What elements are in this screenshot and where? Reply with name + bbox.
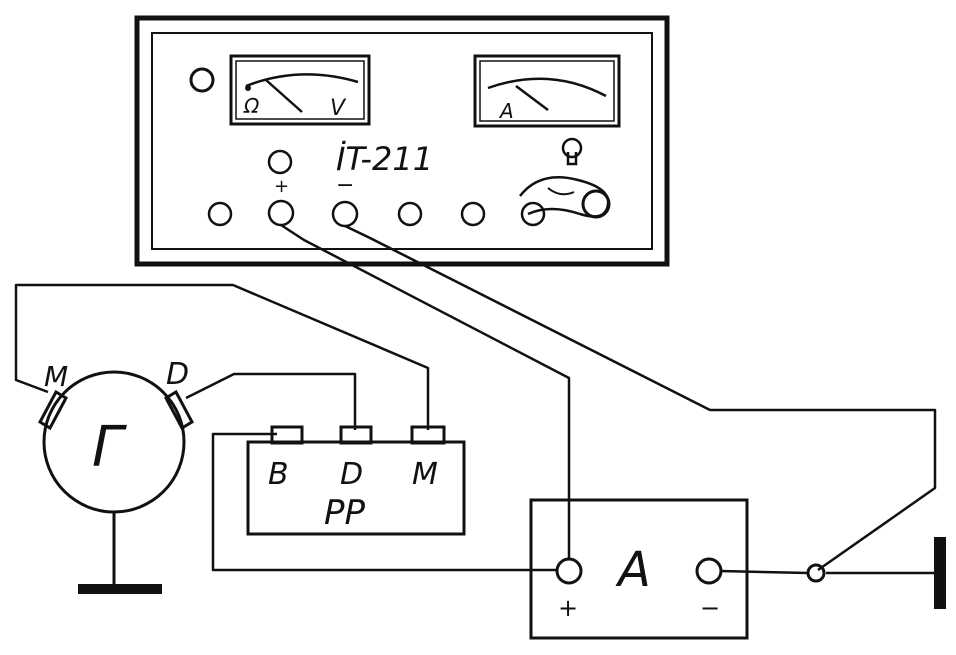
- regulator-terminal-b-label: B: [268, 457, 289, 492]
- regulator-terminal-d: [339, 425, 373, 445]
- wire-tester-plus-to-battery-plus: [280, 223, 571, 560]
- ohm-label: Ω: [243, 94, 260, 118]
- generator: Г M D: [38, 357, 194, 594]
- regulator-terminal-m: [410, 425, 446, 445]
- battery-terminal-minus[interactable]: [695, 557, 723, 585]
- tester-terminal-6[interactable]: [520, 201, 546, 227]
- tester-panel: Ω V A İT-211 + −: [134, 15, 670, 267]
- regulator-terminal-d-label: D: [340, 457, 363, 492]
- tester-indicator-lamp: [189, 67, 215, 93]
- battery-terminal-plus[interactable]: [555, 557, 583, 585]
- wires: [14, 223, 938, 575]
- ammeter: A: [473, 54, 621, 128]
- battery-symbol: A: [615, 542, 651, 598]
- generator-ground-symbol: [78, 584, 162, 594]
- wire-generator-d-to-regulator-d: [185, 372, 357, 430]
- ammeter-label: A: [498, 99, 514, 123]
- tester-terminal-minus[interactable]: [331, 200, 359, 228]
- tester-plus-label: +: [274, 176, 289, 197]
- wire-generator-m-to-regulator-m: [14, 283, 430, 430]
- wire-tester-minus-to-battery-minus: [344, 224, 937, 572]
- ohm-volt-meter: Ω V: [229, 54, 371, 126]
- tester-terminal-5[interactable]: [460, 201, 486, 227]
- battery-minus-label: −: [700, 594, 720, 622]
- battery: A + −: [529, 498, 749, 640]
- battery-ground-symbol: [934, 537, 946, 609]
- generator-terminal-d: [164, 389, 194, 431]
- volt-label: V: [330, 96, 347, 121]
- ohm-volt-needle: [265, 79, 303, 113]
- ground-switch-terminal[interactable]: [806, 563, 826, 583]
- tester-terminal-1[interactable]: [207, 201, 233, 227]
- regulator-terminal-m-label: M: [412, 457, 438, 492]
- tester-terminal-4[interactable]: [397, 201, 423, 227]
- wire-battery-minus-to-ground: [719, 569, 809, 575]
- tester-toggle-switch[interactable]: [561, 137, 583, 166]
- wire-regulator-b-to-battery-plus: [211, 432, 556, 572]
- regulator-name: PP: [324, 493, 366, 533]
- tester-knob: [267, 149, 293, 175]
- generator-terminal-d-label: D: [166, 357, 189, 392]
- tester-rheostat-knob[interactable]: [519, 176, 611, 219]
- voltage-regulator: B D M PP: [246, 425, 466, 536]
- tester-terminal-plus[interactable]: [267, 199, 295, 227]
- regulator-terminal-b: [270, 425, 304, 445]
- ammeter-needle: [515, 85, 549, 111]
- generator-terminal-m: [38, 389, 68, 431]
- tester-model-label: İT-211: [336, 140, 433, 178]
- battery-plus-label: +: [558, 594, 578, 622]
- tester-minus-label: −: [336, 173, 354, 198]
- generator-terminal-m-label: M: [44, 360, 68, 393]
- generator-symbol: Г: [92, 415, 127, 480]
